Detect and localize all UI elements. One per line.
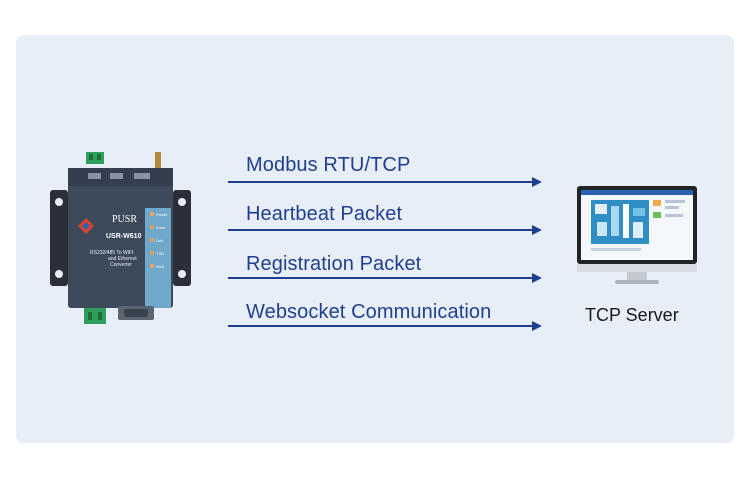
- antenna-connector: [155, 152, 161, 174]
- usr-w610-device: Power Work Link TXD RXD PUSR USR-W610 RS…: [50, 152, 191, 324]
- server-label: TCP Server: [585, 305, 679, 325]
- right-bracket: [173, 190, 191, 286]
- monitor-icon: [577, 186, 697, 284]
- led-label: TXD: [156, 251, 164, 256]
- led-label: Link: [156, 238, 163, 243]
- communication-flows: Modbus RTU/TCP Heartbeat Packet Registra…: [228, 150, 548, 350]
- flow-label: Registration Packet: [246, 253, 422, 275]
- device-description: RS232/485 To WIFI: [90, 250, 134, 256]
- flow-label: Modbus RTU/TCP: [246, 154, 411, 176]
- flow-label: Heartbeat Packet: [246, 203, 403, 225]
- terminal-top: [86, 152, 104, 164]
- device-description: and Ethernet: [108, 256, 137, 262]
- device-description: Converter: [110, 262, 132, 268]
- arrow-icon: [228, 273, 542, 283]
- led-label: Work: [156, 225, 165, 230]
- led-label: Power: [156, 212, 168, 217]
- device-model: USR-W610: [106, 233, 142, 240]
- led-stripe: [145, 208, 171, 308]
- flow-label: Websocket Communication: [246, 301, 492, 323]
- arrow-icon: [228, 321, 542, 331]
- arrow-icon: [228, 177, 542, 187]
- terminal-bottom: [84, 308, 106, 324]
- arrow-icon: [228, 225, 542, 235]
- left-bracket: [50, 190, 68, 286]
- led-label: RXD: [156, 264, 165, 269]
- device-brand: PUSR: [112, 214, 137, 225]
